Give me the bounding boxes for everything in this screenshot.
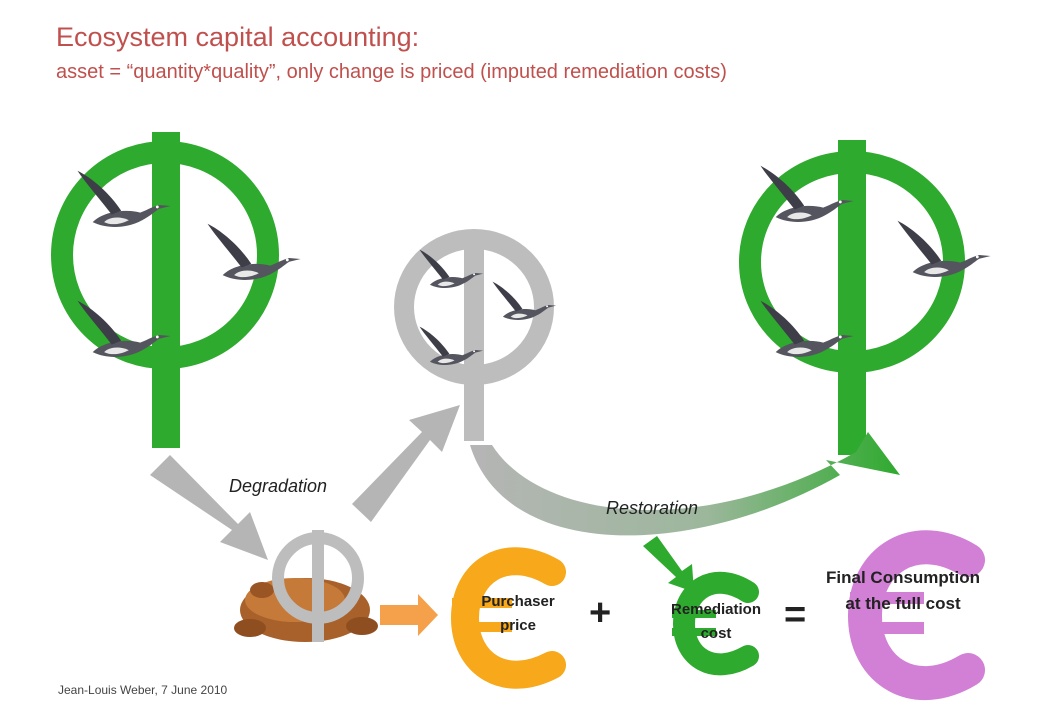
remediation-cost-label: Remediation cost [670,601,761,642]
final-consumption-label: Final Consumption at the full cost [826,568,980,613]
page-title: Ecosystem capital accounting: [56,22,420,52]
purchaser-price-label: Purchaser price [481,593,555,634]
equals-operator: = [784,594,807,636]
arrow-icon [643,536,694,592]
phi-symbol-icon [394,229,557,441]
euro-icon [450,547,566,689]
restoration-label: Restoration [606,498,699,518]
euro-icon [847,530,985,701]
arrow-icon [150,405,460,560]
phi-symbol-icon [739,140,991,455]
arrow-icon [380,594,438,636]
euro-icon [672,571,759,676]
degradation-label: Degradation [229,476,328,496]
arrow-icon [470,432,900,536]
footer-credit: Jean-Louis Weber, 7 June 2010 [58,683,228,697]
phi-symbol-icon [51,132,301,448]
page-subtitle: asset = “quantity*quality”, only change … [56,61,727,83]
phi-symbol-icon [272,530,364,642]
plus-operator: + [589,592,612,634]
goose-icon [207,223,301,280]
